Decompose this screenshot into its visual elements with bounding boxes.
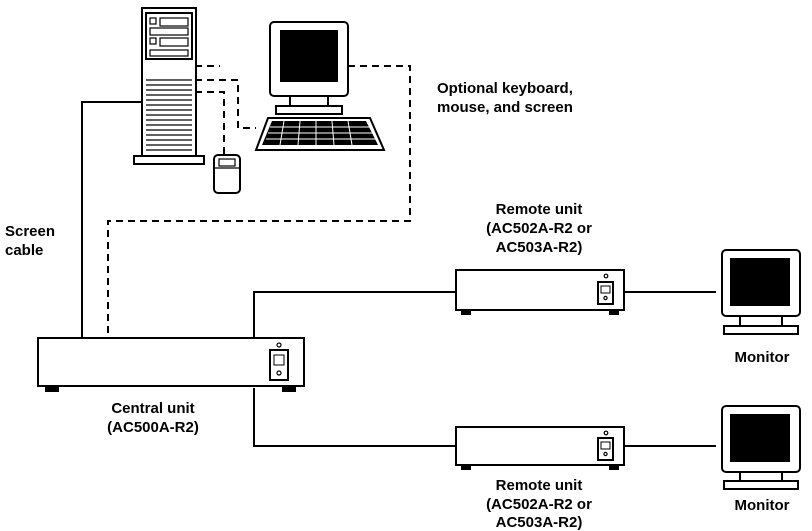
optional-label-line2: mouse, and screen (437, 99, 573, 116)
optional-label-line1: Optional keyboard, (437, 80, 573, 97)
monitor-bottom-label: Monitor (735, 497, 790, 514)
tower-computer (133, 7, 205, 165)
dashed-cable-central (107, 65, 411, 338)
mouse (213, 154, 241, 194)
dashed-cable-mouse (195, 91, 225, 155)
monitor-top (721, 249, 801, 335)
keyboard (254, 117, 386, 151)
remote-bottom-label-line3: AC503A-R2) (496, 514, 583, 531)
cable-central-remote-top (253, 291, 456, 338)
central-label-line1: Central unit (111, 400, 194, 417)
remote-bottom-label-line2: (AC502A-R2 or (486, 496, 592, 513)
central-label-line2: (AC500A-R2) (107, 419, 199, 436)
screen-cable-label-line1: Screen (5, 223, 55, 240)
remote-bottom-label-line1: Remote unit (496, 477, 583, 494)
screen-cable (81, 101, 142, 338)
monitor-top-label: Monitor (735, 349, 790, 366)
dashed-cable-keyboard (195, 79, 256, 129)
remote-top-label-line2: (AC502A-R2 or (486, 220, 592, 237)
remote-unit-top (455, 269, 625, 315)
cables (81, 65, 716, 447)
remote-top-label-line3: AC503A-R2) (496, 239, 583, 256)
cable-central-remote-bottom (253, 388, 456, 447)
monitor-bottom (721, 405, 801, 490)
remote-unit-bottom (455, 426, 625, 470)
remote-top-label-line1: Remote unit (496, 201, 583, 218)
screen-cable-label-line2: cable (5, 242, 43, 259)
central-unit (37, 337, 305, 392)
tower-vents (146, 79, 192, 151)
optional-monitor (269, 21, 349, 115)
